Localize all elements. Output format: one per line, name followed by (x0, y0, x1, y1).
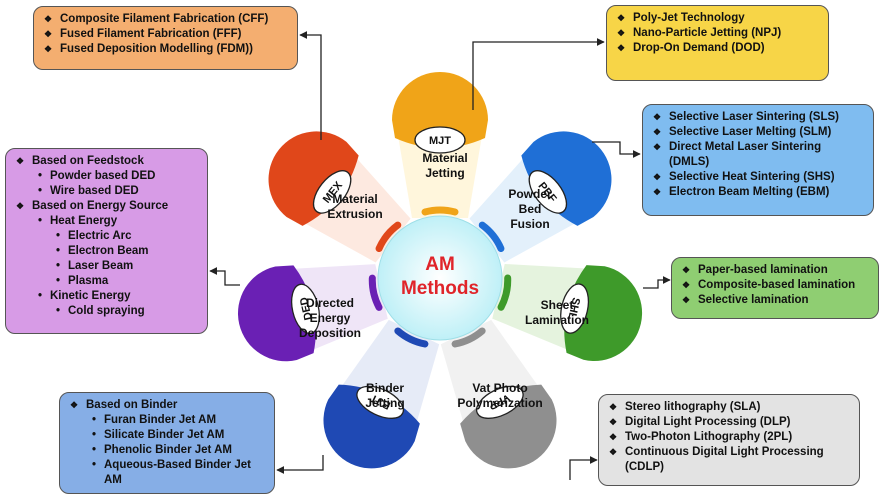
connector-mex (299, 31, 322, 140)
petal-label-line: Lamination (524, 313, 589, 327)
center-title-line2: Methods (400, 278, 480, 299)
petal-label-line: Fusion (510, 217, 550, 231)
petal-shl (492, 263, 643, 362)
petal-pbf (469, 131, 612, 263)
petal-label-line: Polymerization (457, 396, 543, 410)
petal-mex (268, 131, 411, 263)
info-list-item: Furan Binder Jet AM (70, 413, 264, 428)
connector-vpp (569, 456, 598, 480)
petal-label-line: Binder (365, 381, 404, 395)
petal-label-line: Extrusion (327, 207, 383, 221)
info-list-item: Fused Deposition Modelling (FDM)) (44, 42, 287, 57)
connector-shl (643, 276, 671, 289)
abbr-badge-bjt: BJT (356, 385, 405, 419)
info-list-item: Based on Binder (70, 398, 264, 413)
petal-label-line: Material (422, 151, 468, 165)
center-title: AM Methods (380, 253, 500, 301)
info-list-item: Composite Filament Fabrication (CFF) (44, 12, 287, 27)
petal-label-line: Bed (518, 202, 542, 216)
center-title-line1: AM (425, 254, 455, 275)
petal-group: MJT PBF SHL VPP BJT DED MEX (238, 72, 643, 469)
connector-ded (209, 267, 240, 286)
abbr-badge-vpp: VPP (475, 385, 524, 419)
abbr-text-shl: SHL (565, 296, 582, 320)
info-list-item: Cold spraying (16, 304, 197, 319)
info-box-bjt: Based on BinderFuran Binder Jet AMSilica… (59, 392, 275, 494)
info-list-item: Aqueous-Based Binder Jet AM (70, 458, 264, 488)
center-circle (377, 215, 503, 341)
info-list-item: Two-Photon Lithography (2PL) (609, 430, 849, 445)
info-list-item: Electric Arc (16, 229, 197, 244)
info-list-ded: Based on FeedstockPowder based DEDWire b… (16, 154, 197, 319)
info-list-item: Phenolic Binder Jet AM (70, 443, 264, 458)
petal-label-line: Jetting (365, 396, 405, 410)
abbr-badge-mjt: MJT (414, 126, 466, 154)
info-box-ded: Based on FeedstockPowder based DEDWire b… (5, 148, 208, 334)
info-list-item: Selective lamination (682, 293, 868, 308)
petal-label-line: Energy (309, 311, 351, 325)
info-box-mjt: Poly-Jet TechnologyNano-Particle Jetting… (606, 5, 829, 81)
info-list-item: Based on Feedstock (16, 154, 197, 169)
abbr-badge-pbf: PBF (528, 170, 568, 214)
connector-pbf (592, 141, 641, 158)
abbr-badge-mex: MEX (312, 170, 352, 214)
abbr-badge-shl: SHL (560, 283, 590, 334)
info-list-item: Stereo lithography (SLA) (609, 400, 849, 415)
info-list-mex: Composite Filament Fabrication (CFF)Fuse… (44, 12, 287, 57)
info-list-item: Selective Laser Melting (SLM) (653, 125, 863, 140)
info-list-pbf: Selective Laser Sintering (SLS)Selective… (653, 110, 863, 200)
petal-label-line: Material (332, 192, 378, 206)
petal-label-line: Vat Photo (472, 381, 528, 395)
info-list-item: Selective Heat Sintering (SHS) (653, 170, 863, 185)
info-list-item: Composite-based lamination (682, 278, 868, 293)
petal-label-line: Powder (508, 187, 552, 201)
info-list-item: Laser Beam (16, 259, 197, 274)
info-list-item: Selective Laser Sintering (SLS) (653, 110, 863, 125)
info-box-shl: Paper-based laminationComposite-based la… (671, 257, 879, 319)
connector-group (209, 31, 671, 480)
info-list-bjt: Based on BinderFuran Binder Jet AMSilica… (70, 398, 264, 488)
info-list-item: Continuous Digital Light Processing (CDL… (609, 445, 849, 475)
info-list-item: Powder based DED (16, 169, 197, 184)
info-box-pbf: Selective Laser Sintering (SLS)Selective… (642, 104, 874, 216)
abbr-text-mjt: MJT (429, 135, 451, 147)
info-list-shl: Paper-based laminationComposite-based la… (682, 263, 868, 308)
abbr-text-ded: DED (298, 296, 315, 321)
info-list-item: Heat Energy (16, 214, 197, 229)
info-list-item: Wire based DED (16, 184, 197, 199)
info-list-item: Fused Filament Fabrication (FFF) (44, 27, 287, 42)
info-list-item: Plasma (16, 274, 197, 289)
info-list-item: Kinetic Energy (16, 289, 197, 304)
info-list-item: Silicate Binder Jet AM (70, 428, 264, 443)
abbr-badge-ded: DED (290, 283, 320, 334)
info-list-item: Poly-Jet Technology (617, 11, 818, 26)
info-list-item: Direct Metal Laser Sintering (DMLS) (653, 140, 863, 170)
petal-label-line: Sheet (540, 298, 574, 312)
connector-mjt (472, 38, 605, 110)
info-list-item: Drop-On Demand (DOD) (617, 41, 818, 56)
petal-label-line: Jetting (425, 166, 465, 180)
info-list-mjt: Poly-Jet TechnologyNano-Particle Jetting… (617, 11, 818, 56)
info-box-vpp: Stereo lithography (SLA)Digital Light Pr… (598, 394, 860, 486)
petal-label-line: Deposition (299, 326, 361, 340)
info-list-item: Paper-based lamination (682, 263, 868, 278)
info-list-item: Electron Beam (16, 244, 197, 259)
petal-label-line: Directed (305, 296, 355, 310)
info-list-item: Based on Energy Source (16, 199, 197, 214)
info-list-item: Electron Beam Melting (EBM) (653, 185, 863, 200)
info-list-item: Digital Light Processing (DLP) (609, 415, 849, 430)
connector-bjt (276, 455, 324, 474)
info-list-item: Nano-Particle Jetting (NPJ) (617, 26, 818, 41)
info-box-mex: Composite Filament Fabrication (CFF)Fuse… (33, 6, 298, 70)
info-list-vpp: Stereo lithography (SLA)Digital Light Pr… (609, 400, 849, 475)
